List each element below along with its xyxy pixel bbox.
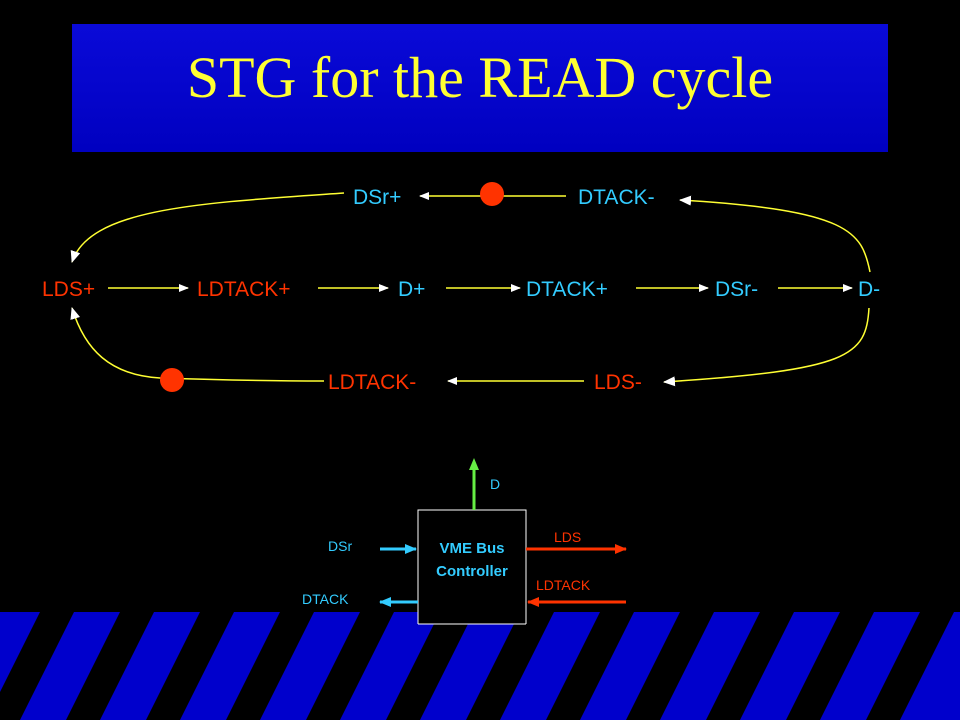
- arc-d-minus-to-lds-minus: [663, 307, 870, 387]
- arc-ldtack-minus-to-lds-plus: [70, 307, 325, 382]
- title-bar: STG for the READ cycle: [72, 24, 888, 152]
- controller-label-line2: Controller: [436, 563, 508, 580]
- node-dsr-plus: DSr+: [353, 186, 401, 209]
- controller-label-line1: VME Bus: [439, 540, 504, 557]
- node-d-plus: D+: [398, 278, 425, 301]
- node-lds-plus: LDS+: [42, 278, 95, 301]
- decorative-stripes: [0, 612, 960, 720]
- signal-d-label: D: [490, 476, 500, 492]
- slide-title: STG for the READ cycle: [186, 45, 774, 110]
- node-dtack-minus: DTACK-: [578, 186, 655, 209]
- signal-dtack-label: DTACK: [302, 591, 349, 607]
- signal-lds-label: LDS: [554, 529, 581, 545]
- node-ldtack-minus: LDTACK-: [328, 371, 416, 394]
- vme-bus-controller-box: [417, 509, 527, 625]
- signal-dsr-label: DSr: [328, 538, 352, 554]
- node-d-minus: D-: [858, 278, 880, 301]
- vme-bus-controller-box-overlay: [418, 612, 526, 624]
- token-top: [480, 182, 504, 206]
- token-bottom: [160, 368, 184, 392]
- arc-dsr-plus-to-lds-plus: [70, 192, 345, 263]
- node-lds-minus: LDS-: [594, 371, 642, 394]
- node-dsr-minus: DSr-: [715, 278, 758, 301]
- node-ldtack-plus: LDTACK+: [197, 278, 291, 301]
- signal-ldtack-label: LDTACK: [536, 577, 591, 593]
- node-dtack-plus: DTACK+: [526, 278, 608, 301]
- arc-d-minus-to-dtack-minus: [679, 195, 871, 273]
